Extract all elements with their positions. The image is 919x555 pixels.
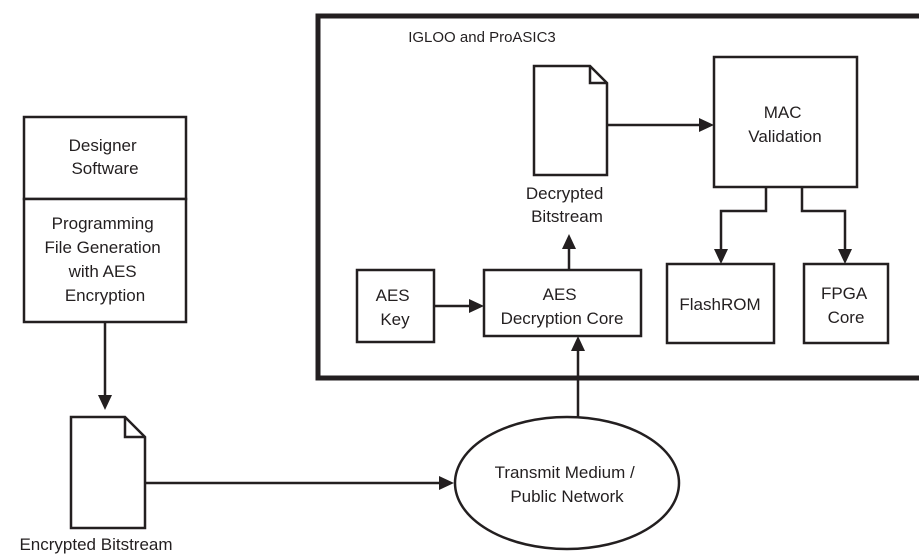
arrowhead-right [699, 118, 714, 132]
arrow-to-fpga-core [800, 187, 847, 250]
decrypted-bitstream-page-fold [588, 66, 607, 85]
flashrom-box [665, 262, 776, 345]
arrow-to-flashrom [719, 187, 768, 250]
arrowhead-down [98, 395, 112, 410]
arrowhead-up [562, 234, 576, 249]
flashrom-label: FlashROM [679, 295, 760, 314]
mac-validation-label: MAC Validation [748, 103, 821, 146]
fpga-core-box [802, 262, 890, 345]
aes-key-label: AES Key [376, 286, 415, 329]
fpga-core-label: FPGA Core [821, 284, 871, 327]
designer-software-label: Designer Software [69, 136, 142, 178]
decrypted-bitstream-label: Decrypted Bitstream [526, 184, 608, 226]
encrypted-bitstream-page-fold [123, 417, 145, 439]
transmit-medium-label: Transmit Medium / Public Network [495, 463, 640, 506]
arrowhead-down [838, 249, 852, 264]
aes-key-box [355, 268, 436, 344]
aes-decryption-core-box [482, 268, 643, 338]
transmit-medium-ellipse [453, 415, 681, 551]
aes-decryption-core-label: AES Decryption Core [501, 285, 624, 328]
encrypted-bitstream-document-icon [69, 415, 147, 530]
device-title: IGLOO and ProASIC3 [408, 29, 556, 46]
designer-software-box [22, 115, 188, 201]
arrowhead-right [469, 299, 484, 313]
programming-file-generation-box [22, 197, 188, 324]
arrowhead-right [439, 476, 454, 490]
programming-file-generation-label: Programming File Generation with AES Enc… [45, 214, 166, 305]
encrypted-bitstream-label: Encrypted Bitstream [19, 535, 172, 554]
decrypted-bitstream-document-icon [532, 64, 609, 177]
arrowhead-down [714, 249, 728, 264]
mac-validation-box [712, 55, 859, 189]
arrowhead-up [571, 336, 585, 351]
